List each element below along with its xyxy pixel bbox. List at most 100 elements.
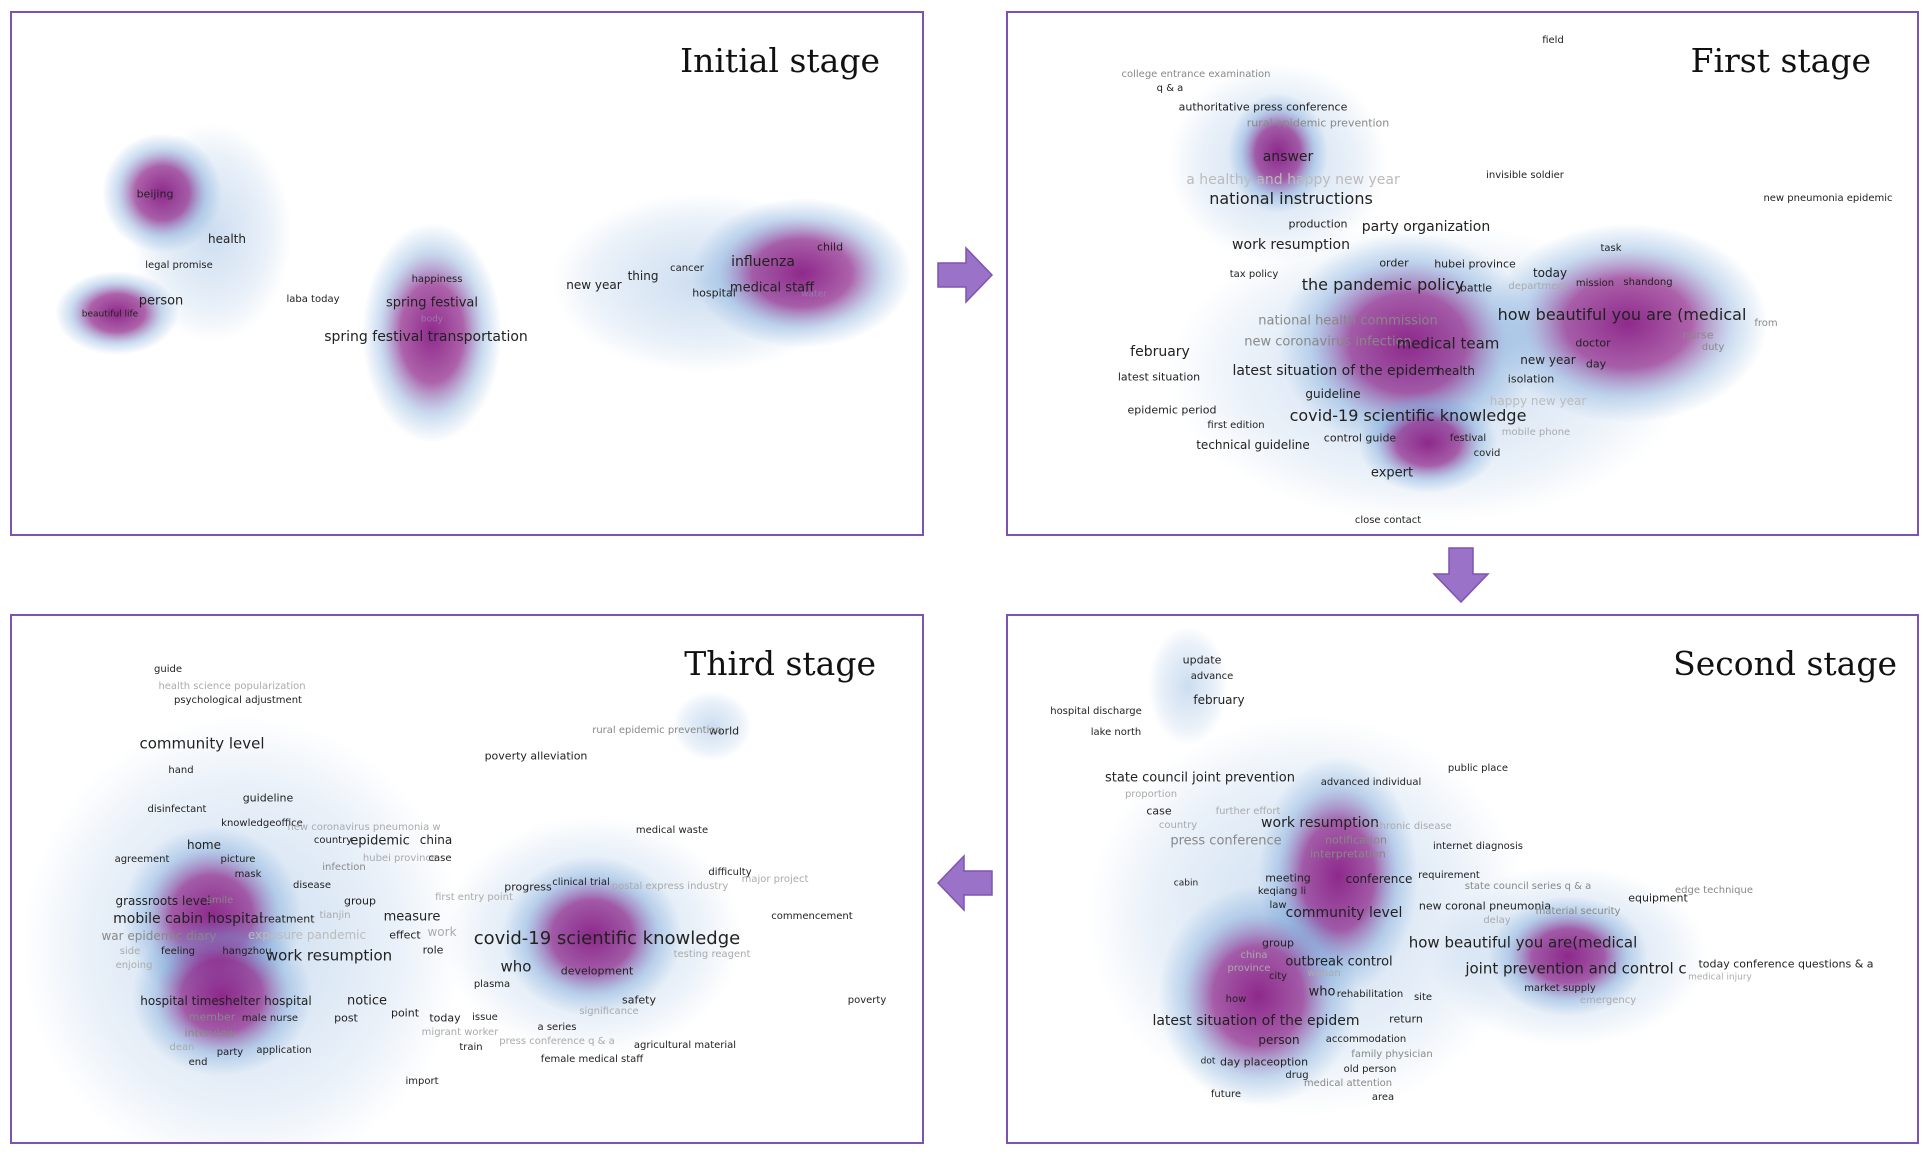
heat-cluster — [1358, 393, 1498, 493]
keyword-term: train — [459, 1042, 483, 1053]
stage-title-third: Third stage — [684, 644, 876, 683]
keyword-term: interview — [184, 1026, 236, 1040]
keyword-term: point — [390, 1006, 420, 1020]
keyword-term: water — [801, 289, 827, 300]
keyword-term: hospital — [692, 286, 736, 300]
heatmap-second — [1088, 626, 1708, 1116]
keyword-term: major project — [741, 874, 809, 885]
keyword-term: group — [1262, 936, 1294, 950]
keyword-term: requirement — [1418, 870, 1480, 881]
keyword-term: emergency — [1579, 995, 1637, 1006]
keyword-term: poverty alleviation — [484, 749, 588, 763]
keyword-term: advance — [1190, 671, 1234, 682]
keyword-term: testing reagent — [673, 949, 751, 960]
keyword-term: chronic disease — [1374, 821, 1452, 832]
keyword-term: update — [1182, 653, 1222, 667]
keyword-term: postal express industry — [611, 881, 729, 892]
keyword-term: enjoing — [115, 960, 153, 971]
keyword-term: province — [1227, 963, 1271, 974]
keyword-term: department — [1508, 281, 1568, 292]
keyword-term: tianjin — [319, 910, 351, 921]
keyword-term: smile — [206, 895, 234, 906]
keyword-term: wuhan — [1307, 968, 1341, 979]
keyword-term: market supply — [1524, 983, 1596, 994]
keyword-term: old person — [1343, 1064, 1397, 1075]
keyword-term: guideline — [1305, 387, 1361, 401]
keyword-term: body — [420, 314, 444, 325]
keyword-term: party — [216, 1047, 244, 1058]
keyword-term: clinical trial — [552, 877, 610, 888]
keyword-term: isolation — [1507, 372, 1555, 386]
keyword-term: national health commission — [1258, 313, 1438, 329]
keyword-term: guideline — [242, 791, 294, 805]
keyword-term: world — [708, 724, 740, 738]
keyword-term: progress — [504, 880, 552, 894]
keyword-term: child — [816, 240, 844, 254]
keyword-term: how beautiful you are (medical — [1497, 305, 1747, 324]
keyword-term: rural epidemic prevention — [1246, 116, 1390, 130]
keyword-term: q & a — [1156, 83, 1184, 94]
keyword-term: mission — [1575, 278, 1615, 289]
keyword-term: covid-19 scientific knowledge — [473, 928, 741, 949]
keyword-term: side — [119, 946, 141, 957]
keyword-term: application — [256, 1045, 312, 1056]
keyword-term: advanced individual — [1320, 777, 1422, 788]
keyword-term: work resumption — [1232, 237, 1350, 253]
keyword-term: hospital timeshelter hospital — [140, 994, 312, 1008]
keyword-term: mask — [234, 869, 262, 880]
keyword-term: internet diagnosis — [1433, 841, 1523, 852]
keyword-term: battle — [1459, 281, 1493, 295]
keyword-term: state council joint prevention — [1105, 770, 1295, 786]
heat-cluster — [102, 133, 222, 253]
keyword-term: epidemic — [350, 833, 410, 849]
keyword-term: medical attention — [1303, 1078, 1393, 1089]
keyword-term: how beautiful you are(medical — [1408, 933, 1638, 952]
keyword-term: february — [1130, 344, 1190, 360]
keyword-term: festival — [1449, 433, 1487, 444]
stage-title-first: First stage — [1690, 41, 1871, 80]
keyword-term: case — [428, 853, 452, 864]
keyword-term: hubei province — [362, 853, 438, 864]
keyword-term: return — [1389, 1012, 1423, 1026]
keyword-term: control guide — [1323, 431, 1397, 445]
keyword-term: happiness — [411, 274, 463, 285]
keyword-term: medical injury — [1688, 972, 1752, 983]
keyword-term: today — [429, 1011, 461, 1025]
keyword-term: case — [1146, 804, 1172, 818]
keyword-term: issue — [472, 1012, 498, 1023]
keyword-term: laba today — [286, 294, 340, 305]
keyword-term: today — [1532, 266, 1568, 280]
heatmap-first — [1168, 63, 1768, 523]
heat-cluster — [55, 271, 179, 355]
keyword-term: who — [500, 957, 532, 976]
keyword-term: close contact — [1354, 515, 1422, 526]
keyword-term: new coronavirus pneumonia w — [287, 822, 441, 833]
keyword-term: february — [1193, 693, 1245, 707]
keyword-term: agricultural material — [633, 1040, 737, 1051]
keyword-term: college entrance examination — [1121, 69, 1271, 80]
heat-halo — [672, 691, 752, 761]
keyword-term: drug — [1285, 1070, 1309, 1081]
keyword-term: thing — [627, 269, 659, 283]
heat-cluster — [1278, 233, 1538, 453]
keyword-term: exposure pandemic — [247, 928, 367, 942]
keyword-term: latest situation of the epidem — [1232, 363, 1440, 379]
keyword-term: spring festival transportation — [324, 329, 528, 345]
keyword-term: field — [1542, 35, 1564, 46]
keyword-term: feeling — [160, 946, 196, 957]
keyword-term: nurse — [1682, 328, 1714, 342]
keyword-term: community level — [139, 734, 265, 753]
keyword-term: technical guideline — [1196, 438, 1310, 452]
keyword-term: today conference questions & a — [1698, 957, 1874, 971]
keyword-term: how — [1225, 994, 1247, 1005]
keyword-term: new coronal pneumonia — [1418, 899, 1552, 913]
keyword-term: interpretation — [1310, 847, 1386, 861]
keyword-term: end — [188, 1057, 208, 1068]
heat-halo — [1148, 626, 1228, 746]
stage-title-initial: Initial stage — [680, 41, 880, 80]
keyword-term: dot — [1200, 1056, 1216, 1067]
keyword-term: disease — [293, 880, 331, 891]
keyword-term: meeting — [1265, 871, 1311, 885]
heat-cluster — [1228, 93, 1328, 213]
